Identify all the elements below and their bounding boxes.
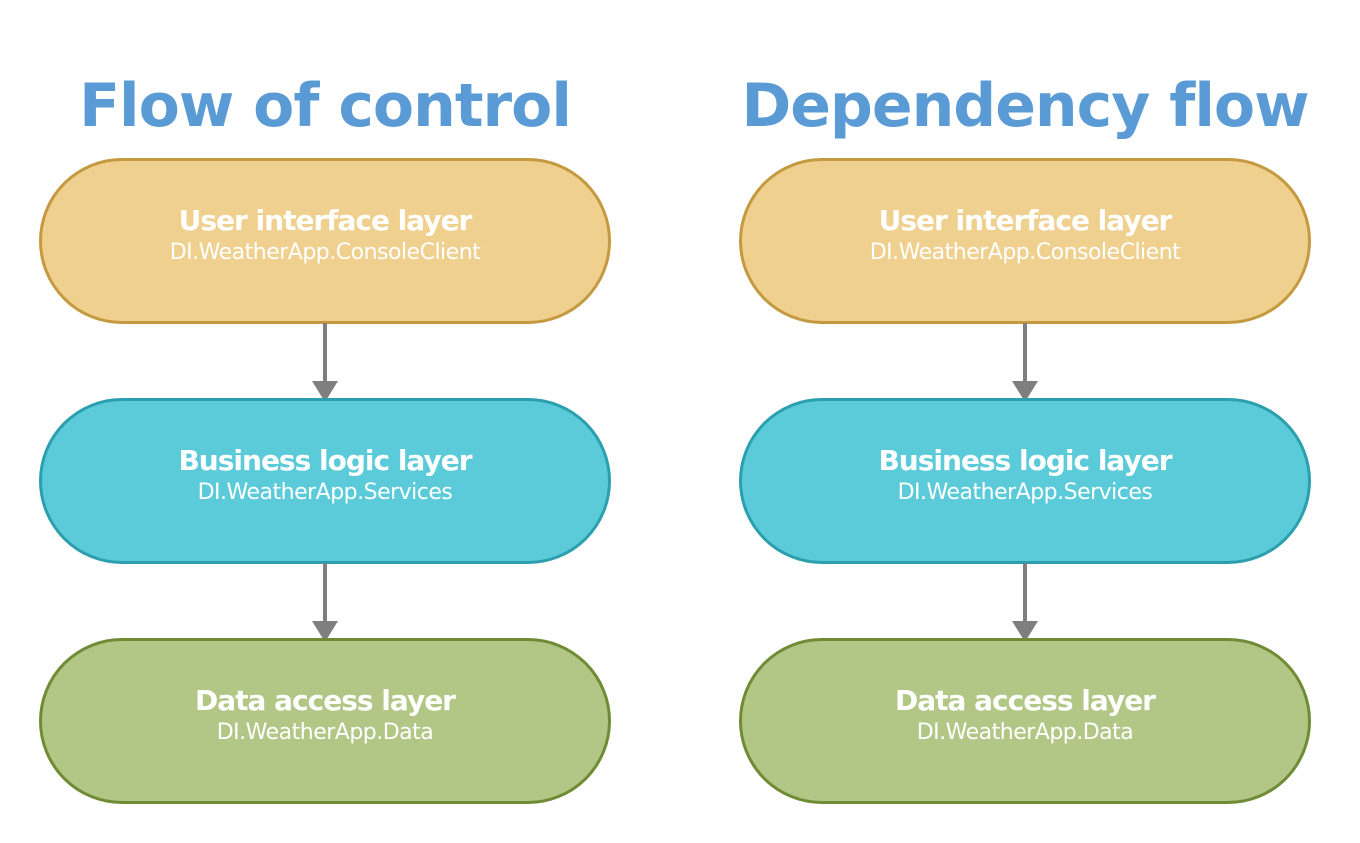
layer-name: Business logic layer [178,444,472,477]
layer-namespace: DI.WeatherApp.Data [916,720,1134,745]
user-interface-layer-node: User interface layer DI.WeatherApp.Conso… [739,158,1311,324]
data-access-layer-node: Data access layer DI.WeatherApp.Data [739,638,1311,804]
dependency-flow-column: Dependency flow User interface layer DI.… [739,0,1311,843]
user-interface-layer-node: User interface layer DI.WeatherApp.Conso… [39,158,611,324]
column-title: Flow of control [79,71,572,141]
arrow-business-to-data [312,563,338,642]
arrow-ui-to-business [312,323,338,402]
business-logic-layer-node: Business logic layer DI.WeatherApp.Servi… [739,398,1311,564]
arrow-ui-to-business [1012,323,1038,402]
layer-namespace: DI.WeatherApp.Data [216,720,434,745]
column-title: Dependency flow [741,71,1309,141]
layer-name: Business logic layer [878,444,1172,477]
layer-namespace: DI.WeatherApp.Services [897,480,1153,505]
business-logic-layer-node: Business logic layer DI.WeatherApp.Servi… [39,398,611,564]
data-access-layer-node: Data access layer DI.WeatherApp.Data [39,638,611,804]
layer-name: Data access layer [194,684,456,717]
layer-namespace: DI.WeatherApp.ConsoleClient [869,240,1181,265]
flow-of-control-column: Flow of control User interface layer DI.… [39,0,611,843]
layer-namespace: DI.WeatherApp.ConsoleClient [169,240,481,265]
layer-namespace: DI.WeatherApp.Services [197,480,453,505]
layer-name: Data access layer [894,684,1156,717]
arrow-business-to-data [1012,563,1038,642]
layer-name: User interface layer [178,204,473,237]
layer-name: User interface layer [878,204,1173,237]
